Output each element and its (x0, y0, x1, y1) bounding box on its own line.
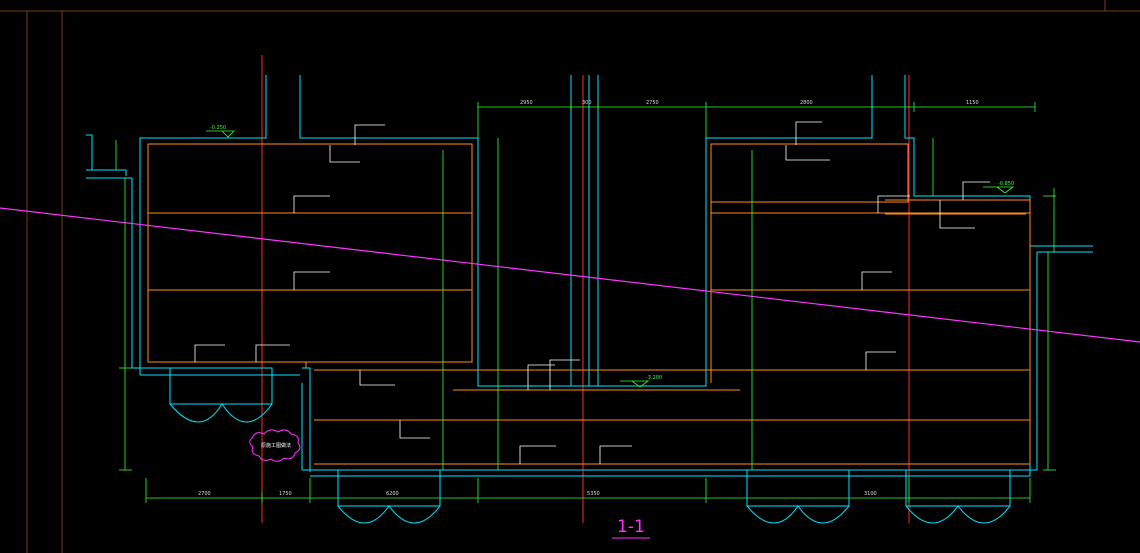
dimension-lines (115, 102, 1056, 503)
dim-top-5: 1150 (966, 100, 979, 106)
dim-bottom-3: 6200 (386, 491, 399, 497)
dim-bottom-5: 3100 (864, 491, 877, 497)
revision-cloud (249, 429, 301, 462)
leader-lines (194, 121, 990, 464)
elevation-label-3: -0.850 (998, 181, 1014, 187)
dim-bottom-4: 5350 (587, 491, 600, 497)
dim-top-1: 2950 (520, 100, 533, 106)
cut-line (0, 207, 1140, 343)
elevation-label-1: -0.250 (210, 125, 226, 131)
cloud-note: 原施工图做法 (261, 442, 291, 449)
rebar-lines (147, 143, 1031, 465)
elevation-label-2: -3.200 (646, 375, 662, 381)
wall-outlines (86, 75, 1093, 477)
axis-lines (261, 55, 910, 523)
dim-bottom-1: 2700 (198, 491, 211, 497)
dim-bottom-2: 1750 (279, 491, 292, 497)
dim-top-2: 300 (582, 100, 592, 106)
pile-heads (169, 367, 1011, 524)
section-title: 1-1 (617, 517, 645, 537)
dim-top-3: 2750 (646, 100, 659, 106)
elevation-markers (206, 130, 1015, 388)
dim-top-4: 2800 (800, 100, 813, 106)
